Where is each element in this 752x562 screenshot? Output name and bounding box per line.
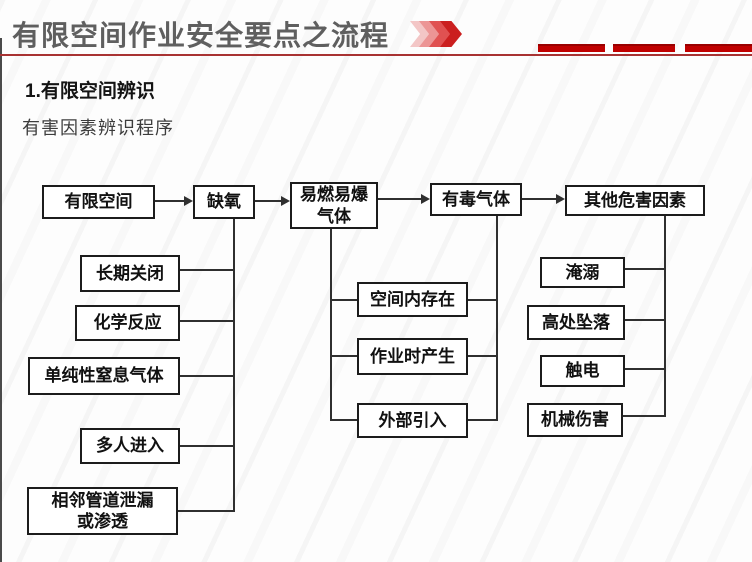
node-multiple-entry: 多人进入: [80, 428, 180, 464]
connector-chemical-reaction: [180, 320, 234, 322]
connector-drowning: [625, 268, 664, 270]
node-produced-during-operation: 作业时产生: [357, 338, 468, 375]
node-exists-in-space: 空间内存在: [357, 282, 468, 317]
connector-toxic-trunk: [496, 216, 498, 421]
connector-exists-in-space-left: [330, 299, 357, 301]
node-fall-from-height: 高处坠落: [527, 305, 625, 340]
connector-produced-during-operation-left: [330, 355, 357, 357]
connector-other-trunk: [664, 216, 666, 417]
node-drowning: 淹溺: [540, 257, 625, 288]
connector-flammable-trunk: [330, 229, 332, 421]
connector-external-introduction-left: [330, 419, 357, 421]
arrow-confined-to-oxygen: [155, 196, 193, 206]
node-toxic-gas: 有毒气体: [430, 183, 522, 216]
connector-multiple-entry: [180, 445, 234, 447]
section-subheading: 有害因素辨识程序: [22, 118, 174, 138]
header-rule-line: [0, 54, 752, 56]
node-adjacent-pipeline-leak: 相邻管道泄漏 或渗透: [27, 487, 178, 535]
node-electric-shock: 触电: [540, 355, 625, 387]
node-long-term-closure: 长期关闭: [80, 255, 180, 292]
node-external-introduction: 外部引入: [357, 403, 468, 438]
arrow-toxic-to-other: [522, 194, 565, 204]
node-other-hazards: 其他危害因素: [565, 185, 705, 216]
triple-chevron-right-icon: [410, 21, 470, 47]
node-flammable-explosive-gas: 易燃易爆 气体: [290, 182, 378, 229]
header-dash: [613, 44, 675, 52]
connector-electric-shock: [625, 368, 664, 370]
slide-left-border: [0, 38, 2, 562]
chevron-icon: [440, 21, 462, 47]
arrow-flammable-to-toxic: [378, 194, 430, 204]
connector-mechanical-injury: [623, 415, 664, 417]
connector-external-introduction-right: [468, 419, 497, 421]
connector-exists-in-space-right: [468, 299, 497, 301]
connector-oxygen-trunk: [233, 219, 235, 512]
node-confined-space: 有限空间: [42, 185, 155, 219]
section-heading: 1.有限空间辨识: [25, 81, 155, 102]
node-simple-asphyxiant-gas: 单纯性窒息气体: [28, 357, 180, 395]
page-title: 有限空间作业安全要点之流程: [12, 20, 390, 51]
connector-long-term-closure: [180, 269, 234, 271]
arrow-oxygen-to-flammable: [255, 196, 290, 206]
header-dash: [685, 44, 752, 52]
header-dash: [538, 44, 605, 52]
node-mechanical-injury: 机械伤害: [527, 403, 623, 437]
connector-produced-during-operation-right: [468, 355, 497, 357]
connector-fall-from-height: [625, 319, 664, 321]
connector-adjacent-pipeline-leak: [178, 510, 234, 512]
node-chemical-reaction: 化学反应: [75, 305, 180, 341]
connector-simple-asphyxiant-gas: [180, 375, 234, 377]
node-oxygen-deficiency: 缺氧: [193, 185, 255, 219]
